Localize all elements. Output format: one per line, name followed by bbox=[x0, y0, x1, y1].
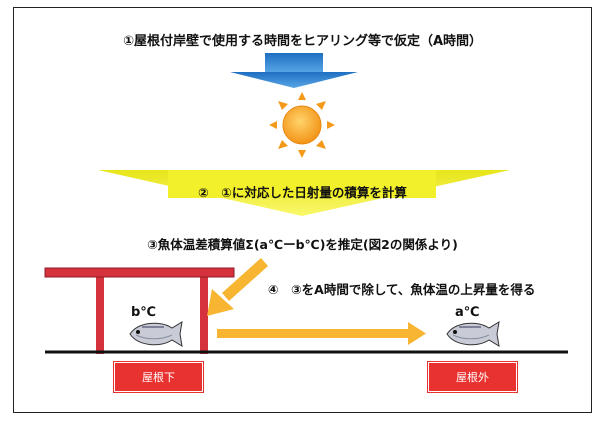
under-roof-temp-label: b℃ bbox=[131, 305, 157, 320]
fish-icon bbox=[446, 321, 500, 347]
down-arrow-icon bbox=[230, 53, 358, 88]
yellow-banner bbox=[98, 170, 510, 216]
roof-structure bbox=[45, 268, 234, 354]
step2-text: ② ①に対応した日射量の積算を計算 bbox=[198, 185, 407, 200]
diagonal-arrow-icon bbox=[207, 258, 268, 316]
outside-temp-label: a℃ bbox=[455, 305, 480, 320]
right-arrow-icon bbox=[217, 322, 426, 345]
outside-roof-badge: 屋根外 bbox=[427, 361, 518, 393]
step3-text: ③魚体温差積算値Σ(a℃ーb℃)を推定(図2の関係より) bbox=[147, 237, 458, 252]
sun-icon bbox=[269, 92, 335, 158]
step1-text: ①屋根付岸壁で使用する時間をヒアリング等で仮定（A時間） bbox=[122, 34, 483, 49]
under-roof-badge: 屋根下 bbox=[113, 361, 204, 393]
step4-text: ④ ③をA時間で除して、魚体温の上昇量を得る bbox=[268, 282, 536, 297]
fish-icon bbox=[129, 321, 183, 347]
roof-outline bbox=[44, 267, 235, 278]
